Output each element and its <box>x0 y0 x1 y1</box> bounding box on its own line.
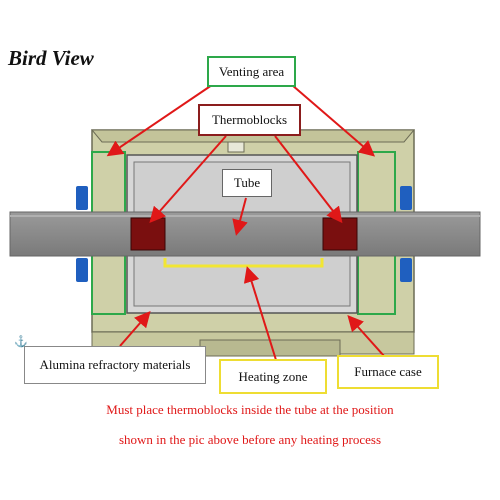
furnace-case-label: Furnace case <box>337 355 439 389</box>
alumina-label: Alumina refractory materials <box>24 346 206 384</box>
warning-note-line1: Must place thermoblocks inside the tube … <box>106 402 394 417</box>
warning-note-line2: shown in the pic above before any heatin… <box>118 432 382 447</box>
tube-label: Tube <box>222 169 272 197</box>
diagram-title: Bird View <box>8 46 94 70</box>
thermoblocks-label: Thermoblocks <box>198 104 301 136</box>
anchor-icon: ⚓ <box>14 336 28 348</box>
control-window <box>227 141 245 153</box>
flange-right-bottom <box>400 258 412 282</box>
flange-right-top <box>400 186 412 210</box>
tube <box>9 211 481 257</box>
thermoblock-right <box>322 217 358 251</box>
heating-zone-bracket <box>163 258 324 268</box>
pointer-arrows <box>106 84 385 361</box>
heating-zone-label: Heating zone <box>219 359 327 394</box>
flange-left-bottom <box>76 258 88 282</box>
thermoblock-left <box>130 217 166 251</box>
flange-left-top <box>76 186 88 210</box>
furnace-case-top-rim <box>90 129 416 143</box>
venting-area-label: Venting area <box>207 56 296 87</box>
